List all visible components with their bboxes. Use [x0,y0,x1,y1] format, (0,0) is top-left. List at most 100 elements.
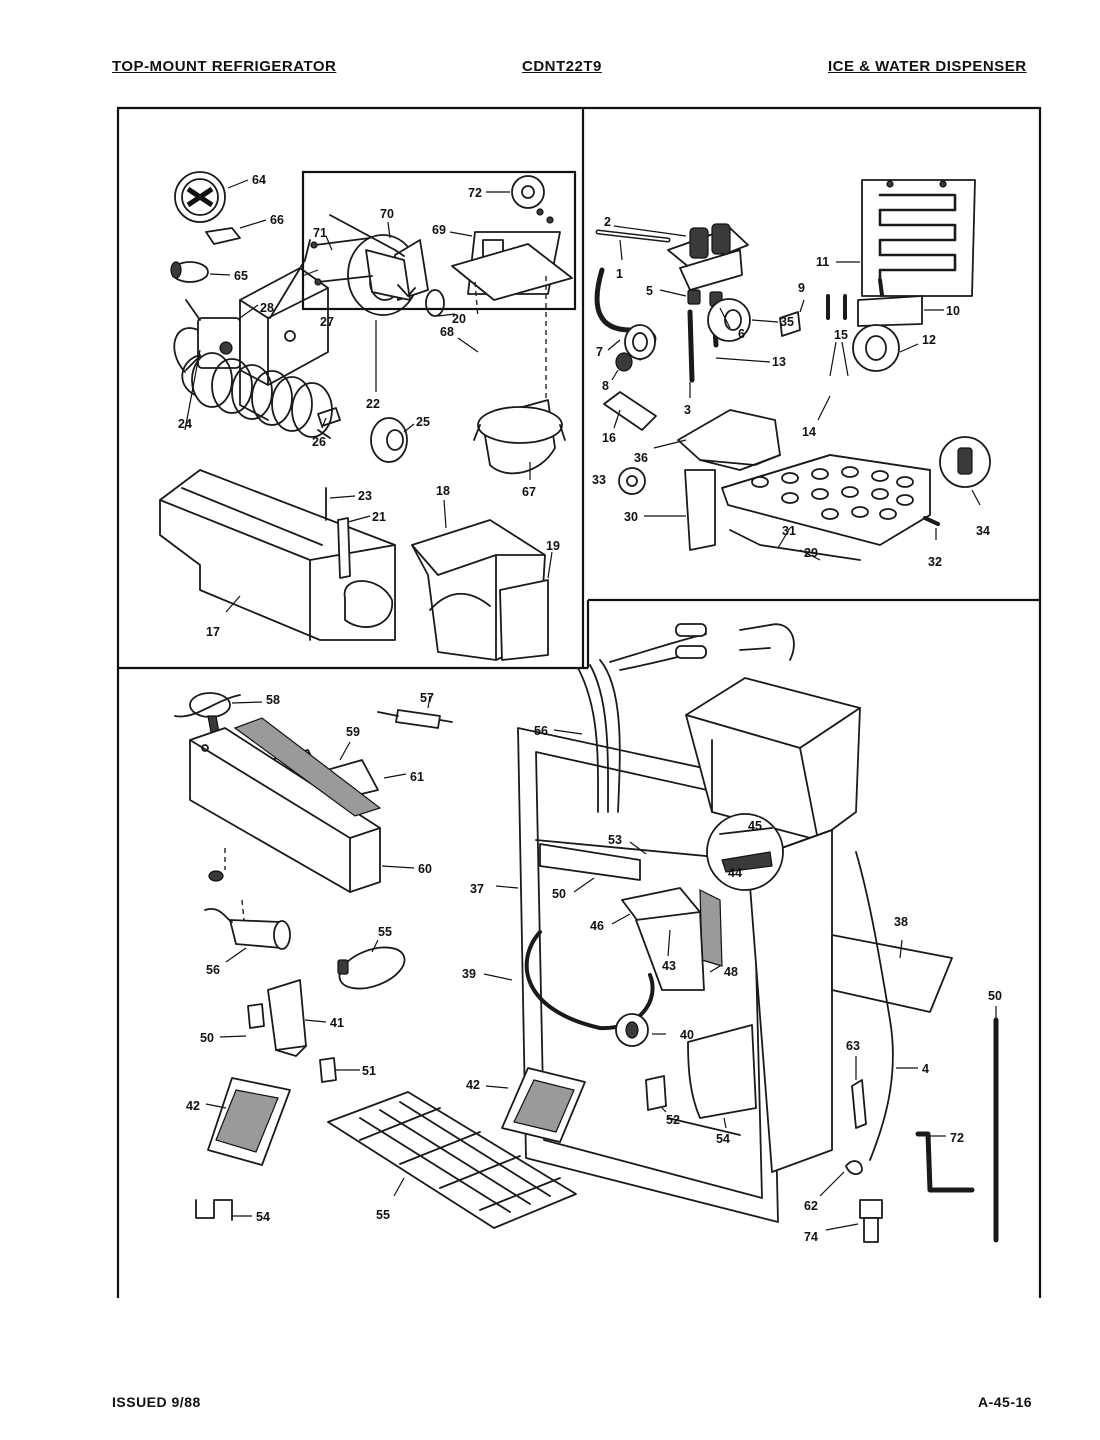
callout-42: 42 [466,1078,480,1092]
part-38-insulation [831,934,953,1013]
callout-17: 17 [206,625,220,639]
part-71-plate [451,243,573,301]
callout-51: 53 [608,833,622,847]
callout-72: 69 [432,223,446,237]
callout-56: 62 [804,1199,818,1213]
dispenser-controls [174,692,577,1229]
part-57-clip [851,1079,867,1129]
part-50-bracket-right [645,1075,667,1111]
callouts: 64 66 65 28 27 70 71 69 72 68 22 20 25 2… [178,173,1002,1244]
callout-21: 21 [372,510,386,524]
callout-16: 16 [602,431,616,445]
part-2-water-valve [667,223,749,291]
header-section-title: ICE & WATER DISPENSER [828,58,1027,75]
part-25-gear [370,417,408,463]
callout-47: 48 [724,965,738,979]
callout-62: 59 [346,725,360,739]
part-29-ice-mold [721,454,931,546]
wire-terminals [675,623,795,661]
part-63-dashed-guides [224,848,246,931]
callout-39: 39 [462,967,476,981]
part-40-detail [615,1013,649,1047]
part-21-rod [337,517,351,579]
callout-45: 45 [748,819,762,833]
callout-50: 51 [362,1064,376,1078]
callout-22: 22 [366,397,380,411]
callout-52: 54 [716,1132,730,1146]
callout-46: 46 [590,919,604,933]
callout-53: 54 [256,1210,270,1224]
part-39-arm [524,930,655,1031]
part-43-bracket [635,911,705,991]
callout-66: 74 [804,1230,818,1244]
callout-23: 23 [358,489,372,503]
callout-60: 57 [420,691,434,705]
callout-24: 24 [178,417,192,431]
ice-maker-assembly [159,170,577,661]
callout-44: 44 [728,866,742,880]
part-34-detail [939,436,991,488]
callout-68: 65 [234,269,248,283]
callout-14: 14 [802,425,816,439]
part-65-tube [915,1131,975,1193]
callout-30: 30 [624,510,638,524]
callout-32: 32 [928,555,942,569]
callout-20: 20 [452,312,466,326]
part-4-tube [855,851,894,1161]
callout-38: 38 [894,915,908,929]
part-53-spring [195,1199,233,1221]
callout-33: 33 [592,473,606,487]
callout-9: 9 [798,281,805,295]
part-66-fitting [859,1199,883,1243]
callout-10: 10 [946,304,960,318]
callout-49: 50 [552,887,566,901]
callout-54: 55 [376,1208,390,1222]
part-63-nut [208,870,224,882]
part-26-clip [317,407,341,427]
header-model-number: CDNT22T9 [522,58,602,75]
part-59-lamp-socket [204,908,291,950]
part-10-plate [857,295,923,327]
callout-74: 71 [313,226,327,240]
part-35-detail [707,298,751,342]
part-50-bracket-center [319,1057,337,1083]
part-52-flap [687,1024,757,1119]
callout-11: 11 [816,255,829,269]
part-42-pad-left [207,1077,291,1166]
callout-48: 50 [988,989,1002,1003]
callout-3: 3 [684,403,691,417]
frame-bottom-ledge [667,1117,741,1136]
part-36-ice-tray [677,409,781,471]
callout-25: 25 [416,415,430,429]
part-8-grommet [615,352,633,372]
part-69-clip [205,227,241,245]
part-67-gear [174,171,226,223]
diagram-frame [116,106,1042,1298]
callout-67: 64 [252,173,266,187]
part-20-cap [425,289,445,317]
callout-35: 35 [780,315,794,329]
part-60-connector [377,709,453,729]
part-19-panel [499,579,549,661]
callout-75: 72 [468,186,482,200]
callout-5: 5 [646,284,653,298]
callout-8: 8 [602,379,609,393]
part-9-clamp [779,311,801,337]
water-valve-assembly [594,179,991,561]
callout-50: 52 [666,1113,680,1127]
part-71-dashed-guides [474,276,547,420]
header-model-type: TOP-MOUNT REFRIGERATOR [112,58,337,75]
callout-27: 27 [320,315,334,329]
part-32-screw [923,516,940,526]
detail-44-45 [706,813,784,891]
part-33-ring [618,467,646,495]
part-28-motor [173,299,241,396]
callout-19: 19 [546,539,560,553]
callout-31: 31 [782,524,796,538]
callout-7: 7 [596,345,603,359]
callout-64: 61 [410,770,424,784]
callout-69: 66 [270,213,284,227]
part-5-nut [687,289,701,305]
part-30-bracket [684,469,716,551]
part-12-detail [852,324,900,372]
